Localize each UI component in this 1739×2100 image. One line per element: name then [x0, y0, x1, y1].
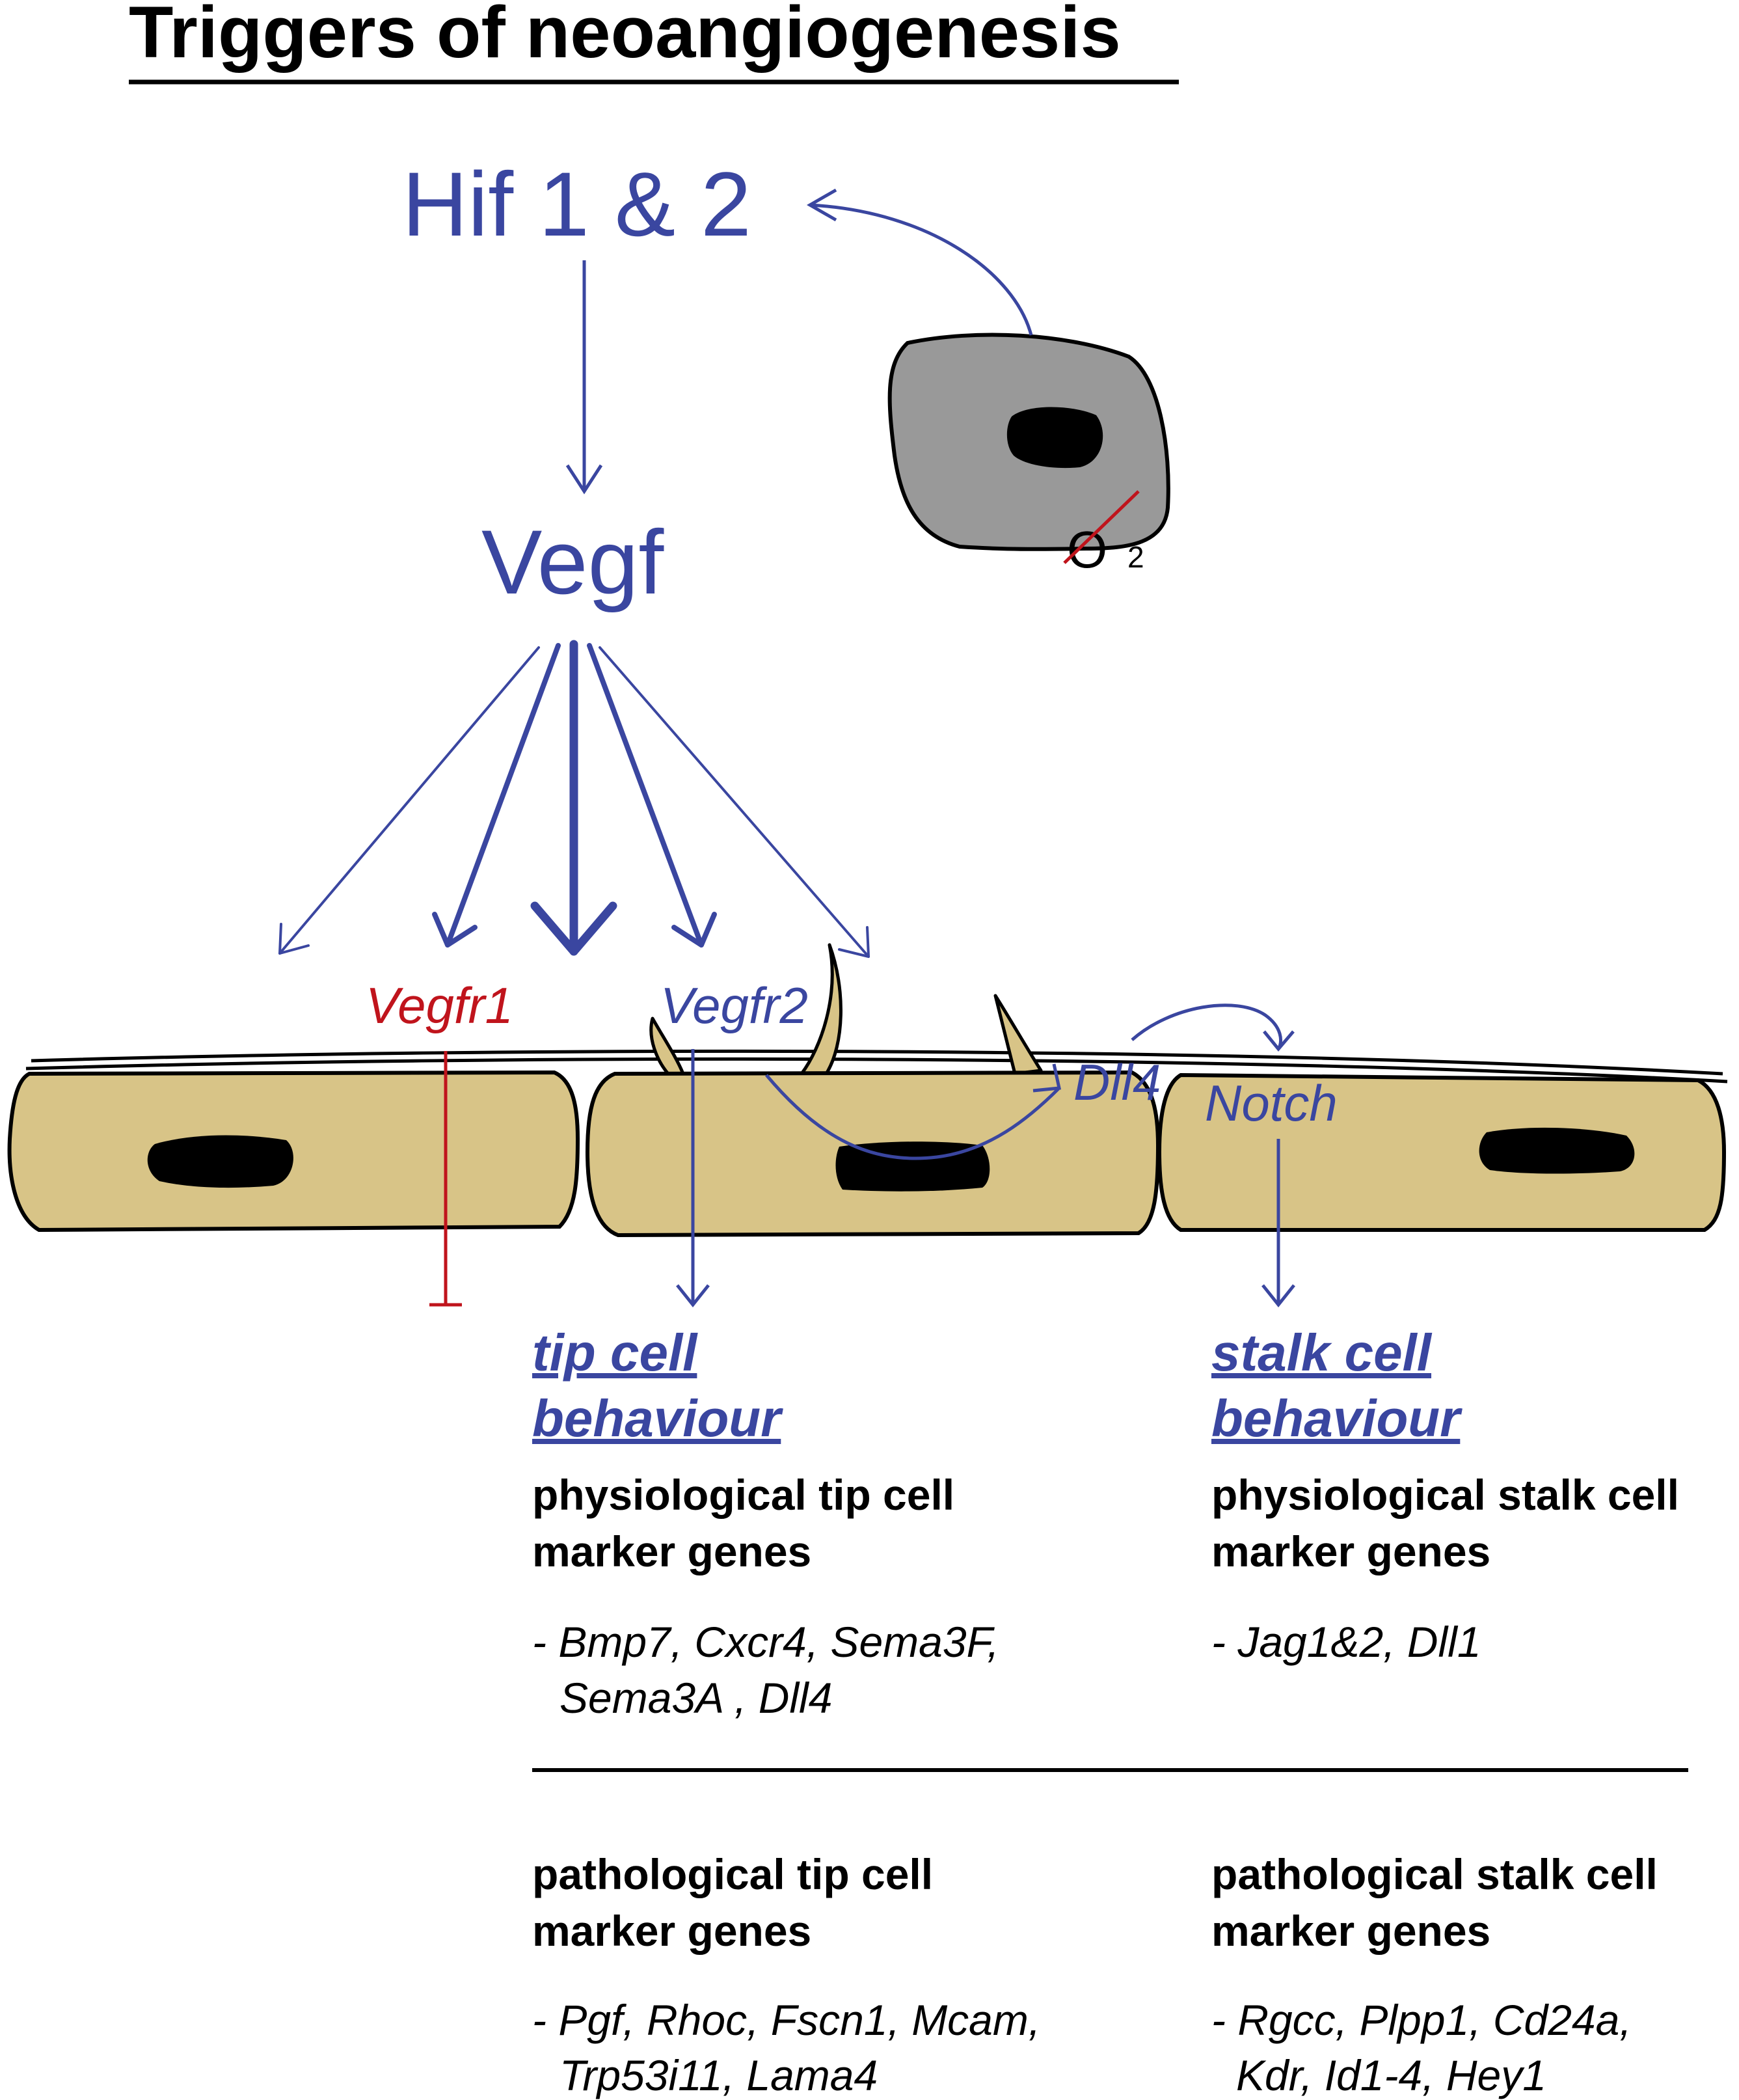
stalk-physio-genes-line1: - Jag1&2, Dll1 [1211, 1618, 1481, 1666]
vegfr2-label: Vegfr2 [660, 977, 808, 1034]
stalk-behaviour-line2: behaviour [1211, 1389, 1463, 1447]
stalk-patho-genes-line1: - Rgcc, Plpp1, Cd24a, [1211, 1996, 1632, 2044]
stalk-patho-heading-line1: pathological stalk cell [1211, 1850, 1658, 1898]
endothelial-cell-left [7, 1070, 580, 1233]
hypoxic-cell [887, 333, 1170, 551]
stalk-physio-heading-line2: marker genes [1211, 1527, 1490, 1575]
vegf-arrow-far-left [278, 646, 540, 955]
stalk-physio-heading-line1: physiological stalk cell [1211, 1471, 1679, 1519]
vegf-arrow-center [530, 640, 617, 956]
tip-patho-genes-line2: Trp53i11, Lama4 [559, 2051, 878, 2099]
nucleus-left [147, 1135, 293, 1188]
tip-physio-heading-line2: marker genes [532, 1527, 811, 1575]
oxygen-subscript: 2 [1127, 540, 1144, 574]
tip-cell-filopodia [649, 943, 1043, 1076]
hif-label: Hif 1 & 2 [402, 153, 751, 255]
endothelial-cells [7, 1070, 1727, 1238]
vegfr2-to-tip-arrow [676, 1049, 710, 1308]
notch-label: Notch [1205, 1074, 1338, 1132]
tip-physio-heading-line1: physiological tip cell [532, 1471, 954, 1519]
stalk-patho-heading-line2: marker genes [1211, 1907, 1490, 1955]
tip-behaviour-line2: behaviour [532, 1389, 783, 1447]
vegf-arrow-far-right [599, 646, 870, 958]
dll4-label: Dll4 [1073, 1054, 1161, 1111]
stalk-behaviour-line1: stalk cell [1211, 1324, 1433, 1382]
vegfr1-inhibition [429, 1051, 462, 1307]
vessel-wall [25, 1049, 1728, 1084]
tip-patho-heading-line2: marker genes [532, 1907, 811, 1955]
oxygen-strike [1063, 490, 1140, 564]
tip-patho-heading-line1: pathological tip cell [532, 1850, 933, 1898]
hypoxic-cell-nucleus [1006, 407, 1103, 469]
endothelial-cell-stalk [1157, 1072, 1727, 1232]
vegf-label: Vegf [481, 511, 664, 613]
diagram-title: Triggers of neoangiogenesis [129, 0, 1121, 73]
hif-to-vegf-arrow [565, 260, 603, 495]
tip-physio-genes-line1: - Bmp7, Cxcr4, Sema3F, [532, 1618, 999, 1666]
tip-physio-genes-line2: Sema3A , Dll4 [559, 1674, 832, 1722]
vegfr1-label: Vegfr1 [366, 977, 513, 1034]
dll4-to-notch-arrow [1131, 1003, 1295, 1052]
notch-to-stalk-arrow [1261, 1139, 1295, 1308]
vegf-arrow-to-vegfr2 [587, 643, 717, 948]
vegf-fan-arrows [278, 640, 870, 958]
oxygen-letter: O [1067, 521, 1107, 579]
hypoxia-to-hif-arrow [806, 188, 1033, 336]
vegf-arrow-to-vegfr1 [432, 643, 561, 948]
oxygen-symbol: O 2 [1063, 490, 1144, 579]
tip-behaviour-line1: tip cell [532, 1324, 698, 1382]
vegfr2-to-dll4-arrow [765, 1063, 1062, 1160]
stalk-patho-genes-line2: Kdr, Id1-4, Hey1 [1236, 2051, 1546, 2099]
tip-patho-genes-line1: - Pgf, Rhoc, Fscn1, Mcam, [532, 1996, 1040, 2044]
nucleus-stalk [1479, 1127, 1635, 1174]
